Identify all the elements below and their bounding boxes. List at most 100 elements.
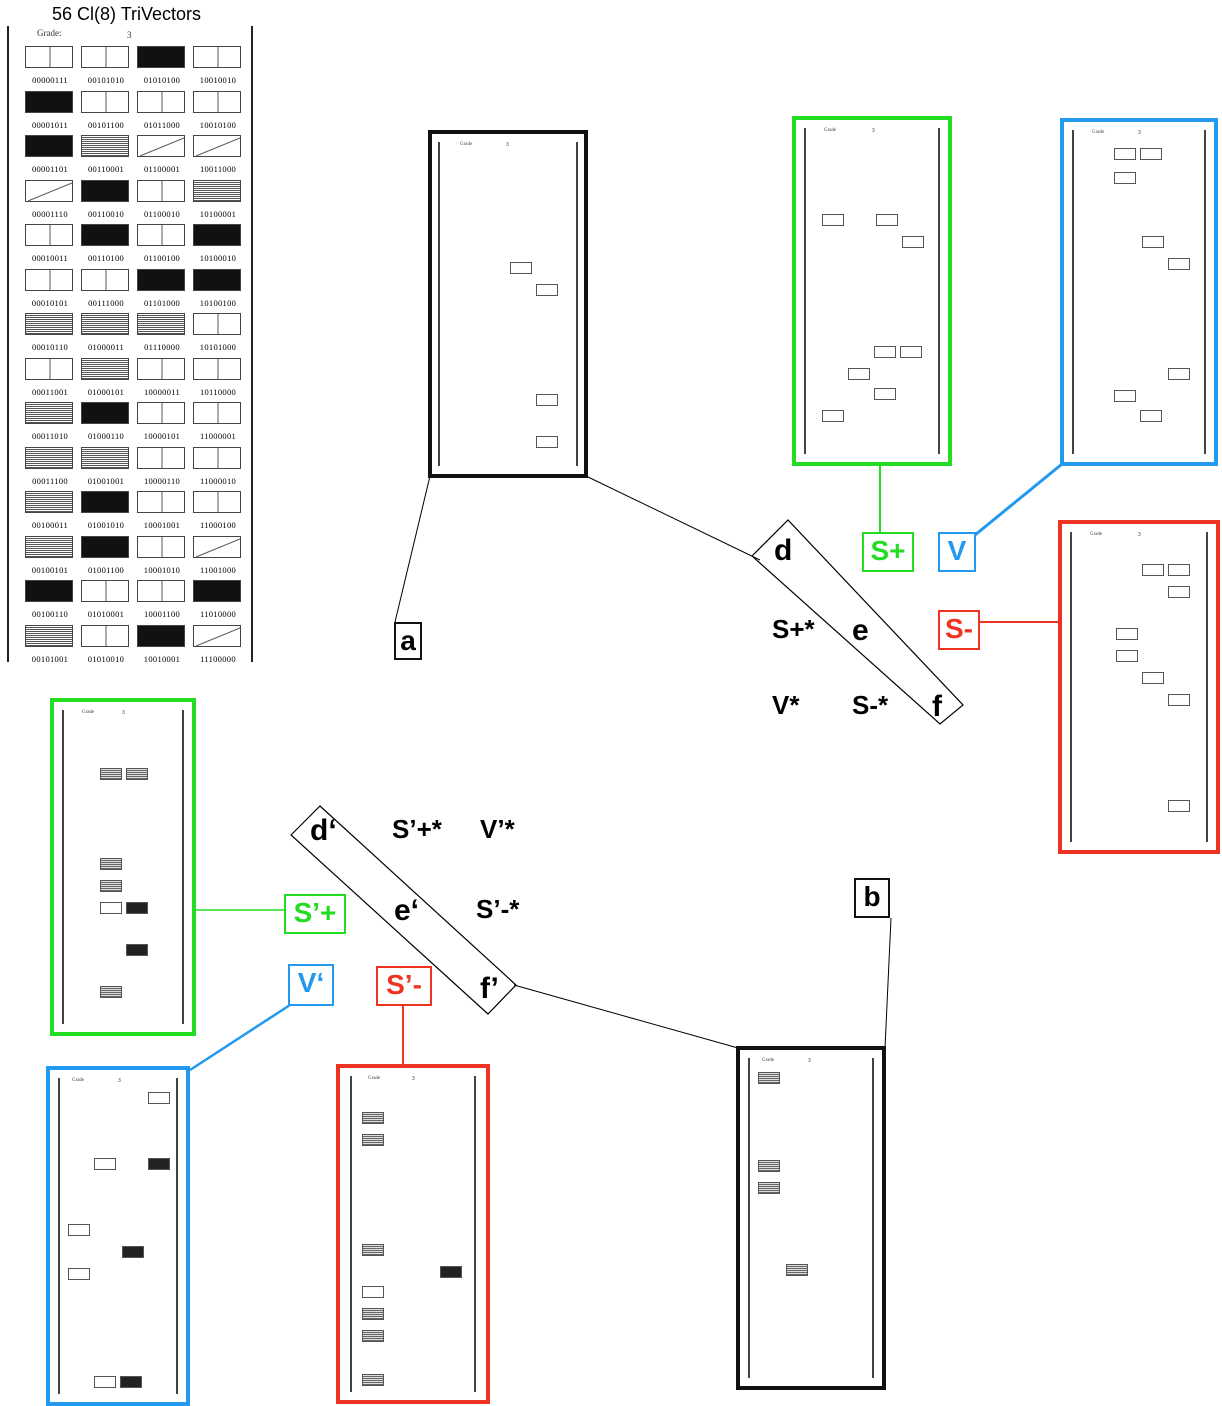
label-s-prime-minus-star: S’-* [476,896,519,922]
rule-code: 10001100 [134,609,190,619]
grid-cell: 00110100 [81,224,137,268]
box-s-prime-minus: Grade 3 [336,1064,490,1404]
grid-cell: 01001001 [81,447,137,491]
tag-s-minus: S- [938,610,980,650]
grid-cell: 11000010 [193,447,249,491]
rule-code: 10010001 [134,654,190,664]
mini-cell [1142,564,1164,576]
grid-grade-label: Grade: [37,28,62,38]
rule-code: 01001100 [78,565,134,575]
grid-cell: 00010011 [25,224,81,268]
tag-s-prime-plus: S’+ [284,894,346,934]
mini-cell [1114,390,1136,402]
box-s-prime-minus-grade-value: 3 [412,1076,415,1082]
mini-cell [362,1374,384,1386]
rule-code: 10000101 [134,431,190,441]
rule-thumbnail [81,580,129,602]
mini-cell [362,1308,384,1320]
rule-code: 00100101 [22,565,78,575]
rule-code: 11100000 [190,654,246,664]
rule-thumbnail [25,580,73,602]
rule-thumbnail [81,358,129,380]
rule-thumbnail [193,580,241,602]
label-d-prime: d‘ [310,816,337,846]
rule-thumbnail [81,180,129,202]
rule-thumbnail [81,491,129,513]
mini-cell [1116,650,1138,662]
grid-cell: 11100000 [193,625,249,669]
rule-thumbnail [25,536,73,558]
grid-cell: 10000011 [137,358,193,402]
rule-code: 10010010 [190,75,246,85]
rule-thumbnail [25,625,73,647]
grid-cell: 01101000 [137,269,193,313]
rule-thumbnail [25,135,73,157]
rule-code: 00010101 [22,298,78,308]
rule-code: 11000001 [190,431,246,441]
rule-thumbnail [193,269,241,291]
rule-code: 01011000 [134,120,190,130]
rule-thumbnail [193,46,241,68]
mini-cell [848,368,870,380]
rule-thumbnail [25,91,73,113]
label-d: d [774,536,792,566]
rule-thumbnail [193,491,241,513]
box-s-prime-plus-grade-label: Grade [82,710,94,715]
rule-code: 11000010 [190,476,246,486]
rule-thumbnail [25,224,73,246]
rule-thumbnail [81,447,129,469]
tag-v-prime: V‘ [288,964,334,1006]
tag-v: V [938,532,976,572]
mini-cell [362,1134,384,1146]
mini-cell [758,1160,780,1172]
box-v: Grade 3 [1060,118,1218,466]
rule-thumbnail [193,180,241,202]
rule-code: 10100100 [190,298,246,308]
grid-cell: 00101100 [81,91,137,135]
rule-code: 01010010 [78,654,134,664]
mini-cell [100,986,122,998]
rule-code: 10010100 [190,120,246,130]
box-a: Grade 3 [428,130,588,478]
grid-cell: 10000110 [137,447,193,491]
grid-cell: 00110001 [81,135,137,179]
rule-thumbnail [193,135,241,157]
grid-cell: 00011001 [25,358,81,402]
rule-code: 00101100 [78,120,134,130]
grid-cell: 01100001 [137,135,193,179]
rule-thumbnail [25,358,73,380]
rule-thumbnail [137,447,185,469]
grid-cell: 11000001 [193,402,249,446]
rule-thumbnail [81,224,129,246]
grid-cell: 10001001 [137,491,193,535]
grid-cell: 01001100 [81,536,137,580]
rule-code: 00110010 [78,209,134,219]
rule-code: 01000110 [78,431,134,441]
box-v-prime-grade-value: 3 [118,1078,121,1084]
label-v-star: V* [772,692,799,718]
grid-cell: 01010100 [137,46,193,90]
grid-cell: 11000100 [193,491,249,535]
rule-code: 10000110 [134,476,190,486]
rule-thumbnail [81,91,129,113]
mini-cell [1168,258,1190,270]
grid-cell: 00100101 [25,536,81,580]
rule-thumbnail [137,91,185,113]
rule-thumbnail [25,180,73,202]
mini-cell [126,902,148,914]
rule-thumbnail [25,269,73,291]
grid-cell: 00000111 [25,46,81,90]
rule-code: 00001110 [22,209,78,219]
grid-cell: 00010101 [25,269,81,313]
box-a-grade-label: Grade [460,142,472,147]
mini-cell [536,284,558,296]
mini-cell [362,1330,384,1342]
mini-cell [1114,172,1136,184]
grid-cell: 01011000 [137,91,193,135]
mini-cell [362,1286,384,1298]
grid-cell: 00101001 [25,625,81,669]
rule-code: 00011100 [22,476,78,486]
rule-thumbnail [81,135,129,157]
rule-code: 01001001 [78,476,134,486]
box-s-minus: Grade 3 [1058,520,1220,854]
